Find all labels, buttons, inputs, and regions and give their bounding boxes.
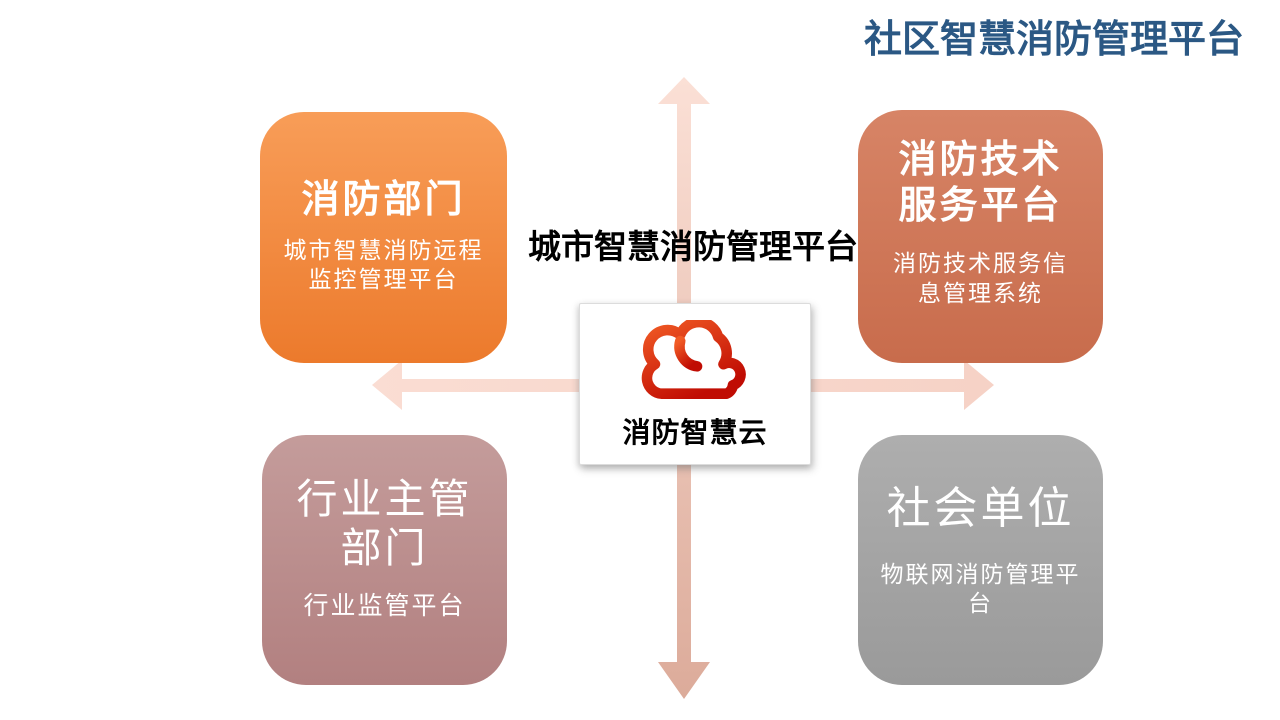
subtitle-line: 消防技术服务信 [893, 251, 1068, 277]
quadrant-subtitle: 行业监管平台 [262, 591, 507, 623]
title-line: 服务平台 [898, 184, 1063, 227]
subtitle-line: 息管理系统 [918, 280, 1043, 306]
subtitle-line: 物联网消防管理平 [880, 561, 1081, 587]
quadrant-subtitle: 消防技术服务信 息管理系统 [858, 249, 1103, 308]
quadrant-title: 行业主管 部门 [262, 475, 507, 573]
title-line: 行业主管 [296, 476, 473, 522]
cloud-icon [641, 316, 746, 399]
quadrant-title: 社会单位 [886, 484, 1075, 533]
quadrant-title: 消防部门 [301, 179, 466, 221]
title-line: 消防技术 [898, 139, 1063, 181]
fire-smart-cloud-card: 消防智慧云 [579, 303, 811, 465]
quadrant-title: 消防技术 服务平台 [858, 138, 1103, 229]
subtitle-line: 台 [968, 591, 993, 617]
quadrant-subtitle: 物联网消防管理平 台 [858, 560, 1103, 619]
quadrant-fire-department: 消防部门 城市智慧消防远程 监控管理平台 [260, 112, 507, 363]
cloud-label: 消防智慧云 [622, 417, 768, 448]
quadrant-fire-tech-service: 消防技术 服务平台 消防技术服务信 息管理系统 [858, 110, 1103, 363]
quadrant-industry-authority: 行业主管 部门 行业监管平台 [262, 435, 507, 685]
title-line: 部门 [340, 525, 429, 572]
quadrant-subtitle: 城市智慧消防远程 监控管理平台 [260, 236, 507, 295]
quadrant-social-unit: 社会单位 物联网消防管理平 台 [858, 435, 1103, 685]
subtitle-line: 城市智慧消防远程 [283, 237, 484, 263]
slide-title: 社区智慧消防管理平台 [863, 19, 1244, 61]
center-heading: 城市智慧消防管理平台 [528, 230, 858, 266]
subtitle-line: 行业监管平台 [303, 593, 466, 621]
subtitle-line: 监控管理平台 [308, 267, 459, 293]
